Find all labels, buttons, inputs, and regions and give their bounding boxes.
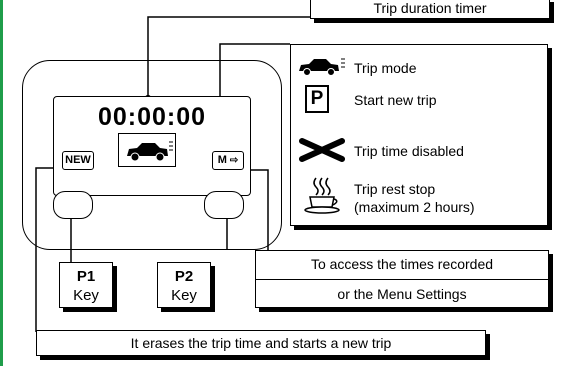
- car-icon: [118, 133, 176, 167]
- p2-key-box: P2 Key: [157, 262, 211, 308]
- legend-rest-stop-max: (maximum 2 hours): [354, 199, 475, 215]
- arrow-right-icon: ⇨: [229, 155, 239, 166]
- legend-rest-stop: Trip rest stop: [354, 181, 436, 197]
- erase-box: It erases the trip time and starts a new…: [36, 330, 486, 356]
- new-button-label: NEW: [65, 154, 91, 166]
- display-time: 00:00:00: [97, 103, 207, 131]
- p2-key-label: Key: [171, 287, 197, 304]
- left-accent-bar: [0, 0, 3, 366]
- legend-start-new-trip: Start new trip: [354, 92, 437, 108]
- m-button-label: M: [217, 154, 227, 166]
- p2-key-title: P2: [174, 268, 194, 285]
- p1-physical-button[interactable]: [53, 191, 93, 219]
- m-button[interactable]: M ⇨: [212, 151, 244, 170]
- access-line-2: or the Menu Settings: [337, 286, 467, 302]
- timer-label: Trip duration timer: [373, 0, 487, 16]
- p1-key-box: P1 Key: [59, 262, 113, 308]
- parking-symbol: P: [310, 88, 324, 109]
- new-button[interactable]: NEW: [62, 151, 94, 170]
- access-line-1: To access the times recorded: [310, 256, 494, 272]
- access-box: To access the times recorded or the Menu…: [255, 250, 549, 308]
- device-body: [22, 60, 282, 250]
- p1-key-label: Key: [73, 287, 99, 304]
- erase-text: It erases the trip time and starts a new…: [130, 335, 392, 351]
- p1-key-title: P1: [76, 268, 96, 285]
- legend-trip-mode: Trip mode: [354, 60, 417, 76]
- car-icon: [297, 55, 347, 82]
- timer-label-box: Trip duration timer: [310, 0, 550, 19]
- legend-trip-time-disabled: Trip time disabled: [354, 143, 464, 159]
- coffee-cup-icon: [302, 175, 342, 220]
- p2-physical-button[interactable]: [204, 191, 244, 219]
- cross-icon: [299, 138, 345, 167]
- parking-icon: P: [305, 85, 329, 113]
